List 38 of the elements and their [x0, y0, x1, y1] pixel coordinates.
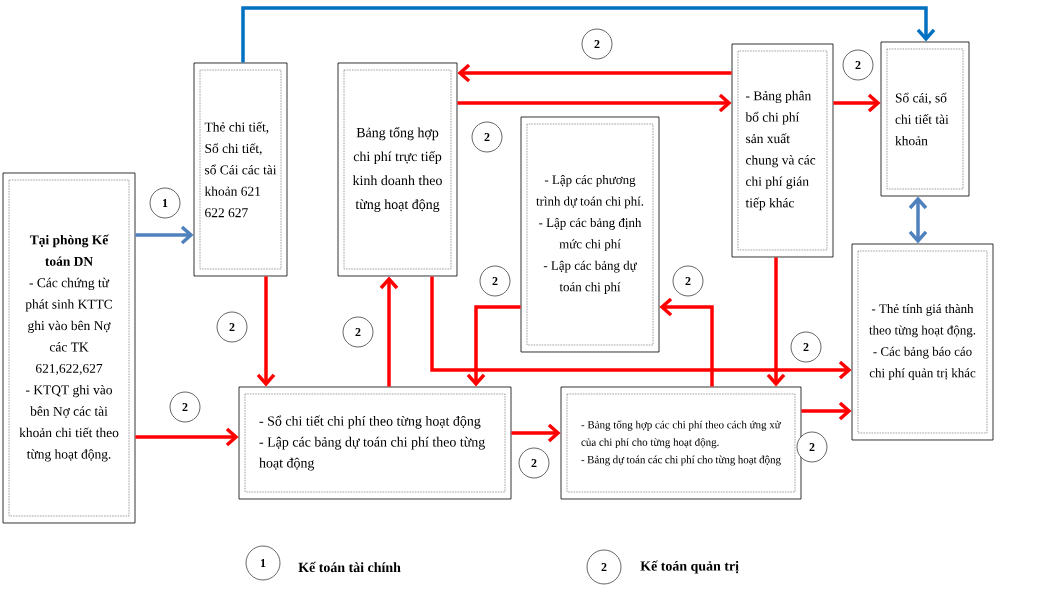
arrow	[766, 257, 786, 387]
text-box: - Bảng phân bổ chi phí sản xuất chung và các chi phí gián tiếp khác	[731, 43, 834, 258]
arrow	[379, 276, 399, 387]
arrow	[135, 225, 194, 245]
text-box: - Bảng tổng hợp các chi phí theo cách ứng xử của chi phí cho từng hoạt động. - Bảng dự toán các chi phí cho từng hoạt động	[560, 386, 802, 500]
text-box: - Sổ chi tiết chi phí theo từng hoạt động - Lập các bảng dự toán chi phí theo từng hoạt động	[238, 386, 512, 500]
edge-label: 2	[581, 28, 613, 60]
arrow	[466, 305, 521, 387]
arrow	[135, 427, 239, 447]
edge-label: 2	[471, 121, 503, 153]
edge-label: 2	[479, 265, 511, 297]
text-box: Thẻ chi tiết, Sổ chi tiết, sổ Cái các tài khoản 621 622 627	[193, 62, 288, 277]
arrow	[457, 63, 732, 83]
edge-label: 2	[216, 311, 248, 343]
text-box: Sổ cái, sổ chi tiết tài khoản	[880, 41, 970, 197]
text-box: Bảng tổng hợp chi phí trực tiếp kinh doanh theo từng hoạt động	[337, 62, 458, 277]
edge-label: 2	[518, 447, 550, 479]
arrow	[908, 196, 928, 244]
arrow	[457, 93, 732, 113]
arrow	[430, 276, 852, 380]
edge-label: 2	[796, 431, 828, 463]
arrow	[241, 6, 936, 63]
arrow	[659, 297, 714, 387]
arrow	[801, 401, 852, 421]
edge-label: 1	[149, 187, 181, 219]
edge-label: 2	[342, 316, 374, 348]
text-box: - Lập các phương trình dự toán chi phí. - Lập các bảng định mức chi phí - Lập các bảng dự toán chi phí	[520, 116, 660, 353]
edge-label: 2	[790, 331, 822, 363]
text-box: Tại phòng Kế toán DN - Các chứng từ phát sinh KTTC ghi vào bên Nợ các TK 621,622,627 - KTQT ghi vào bên Nợ các tài khoản chi tiết theo từng hoạt động.	[2, 172, 136, 524]
edge-label: 2	[169, 391, 201, 423]
arrow	[511, 423, 561, 443]
legend-label: Kế toán quản trị	[640, 560, 739, 574]
edge-label: 2	[672, 265, 704, 297]
legend-label: Kế toán tài chính	[298, 561, 401, 573]
edge-label: 2	[842, 49, 874, 81]
text-box: - Thẻ tính giá thành theo từng hoạt động. - Các bảng báo cáo chi phí quản trị khác	[851, 243, 994, 441]
arrow	[256, 276, 276, 387]
arrow	[833, 93, 881, 113]
